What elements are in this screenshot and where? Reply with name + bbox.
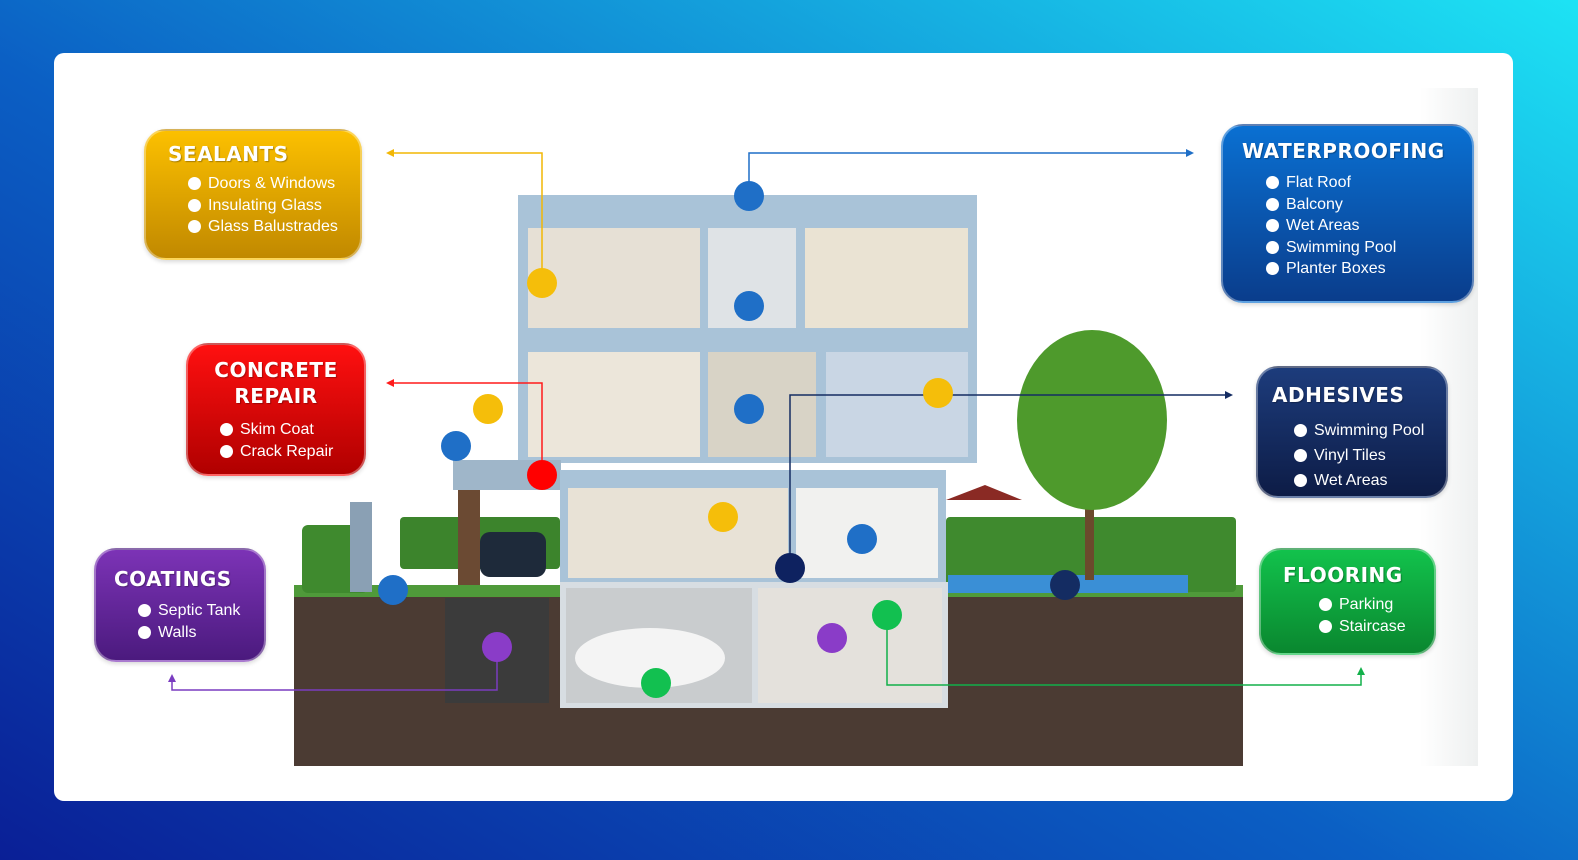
flooring-leader-line: [886, 615, 1362, 686]
waterproofing-marker[interactable]: [734, 291, 764, 321]
waterproofing-marker[interactable]: [378, 575, 408, 605]
coatings-leader-line: [171, 647, 498, 691]
adhesives-marker[interactable]: [1050, 570, 1080, 600]
concrete-repair-title-2: REPAIR: [234, 384, 318, 408]
concrete-leader-line: [392, 382, 543, 475]
waterproofing-marker[interactable]: [734, 394, 764, 424]
flooring-marker[interactable]: [641, 668, 671, 698]
list-item: Swimming Pool: [1294, 418, 1446, 443]
waterproofing-box: WATERPROOFING Flat Roof Balcony Wet Area…: [1221, 124, 1474, 303]
car-white: [575, 628, 725, 688]
concrete-repair-title: CONCRETE: [214, 358, 338, 382]
list-item: Flat Roof: [1266, 172, 1472, 194]
coatings-box: COATINGS Septic Tank Walls: [94, 548, 266, 662]
arrow-icon: [168, 674, 176, 682]
sealants-marker[interactable]: [708, 502, 738, 532]
waterproofing-title: WATERPROOFING: [1242, 139, 1445, 163]
list-item: Skim Coat: [220, 419, 364, 441]
list-item: Vinyl Tiles: [1294, 443, 1446, 468]
sealants-marker[interactable]: [923, 378, 953, 408]
waterproofing-marker[interactable]: [847, 524, 877, 554]
list-item: Insulating Glass: [188, 195, 360, 217]
concrete-repair-marker[interactable]: [527, 460, 557, 490]
flooring-title: FLOORING: [1283, 563, 1403, 587]
sealants-title: SEALANTS: [168, 142, 289, 166]
list-item: Wet Areas: [1266, 215, 1472, 237]
list-item: Walls: [138, 622, 264, 644]
coatings-marker[interactable]: [482, 632, 512, 662]
list-item: Staircase: [1319, 616, 1434, 638]
sealants-marker[interactable]: [473, 394, 503, 424]
sealants-leader-line: [392, 152, 543, 283]
arrow-icon: [1225, 391, 1233, 399]
list-item: Planter Boxes: [1266, 258, 1472, 280]
flooring-marker[interactable]: [872, 600, 902, 630]
arrow-icon: [1357, 667, 1365, 675]
concrete-repair-box: CONCRETE REPAIR Skim Coat Crack Repair: [186, 343, 366, 476]
list-item: Glass Balustrades: [188, 216, 360, 238]
flooring-box: FLOORING Parking Staircase: [1259, 548, 1436, 655]
umbrella: [946, 485, 1022, 500]
carport-column: [458, 490, 480, 585]
list-item: Swimming Pool: [1266, 237, 1472, 259]
arrow-icon: [1186, 149, 1194, 157]
car-parked: [480, 532, 546, 577]
waterproofing-marker[interactable]: [441, 431, 471, 461]
tree-canopy: [1017, 330, 1167, 510]
arrow-icon: [386, 379, 394, 387]
sealants-box: SEALANTS Doors & Windows Insulating Glas…: [144, 129, 362, 260]
adhesives-leader-line: [789, 394, 1226, 568]
waterproofing-leader-line: [748, 152, 1188, 196]
adhesives-marker[interactable]: [775, 553, 805, 583]
list-item: Septic Tank: [138, 600, 264, 622]
adhesives-box: ADHESIVES Swimming Pool Vinyl Tiles Wet …: [1256, 366, 1448, 498]
list-item: Doors & Windows: [188, 173, 360, 195]
coatings-title: COATINGS: [114, 567, 232, 591]
coatings-marker[interactable]: [817, 623, 847, 653]
list-item: Crack Repair: [220, 441, 364, 463]
list-item: Parking: [1319, 594, 1434, 616]
list-item: Wet Areas: [1294, 468, 1446, 493]
list-item: Balcony: [1266, 194, 1472, 216]
adhesives-title: ADHESIVES: [1272, 383, 1405, 407]
pillar: [350, 502, 372, 592]
arrow-icon: [386, 149, 394, 157]
waterproofing-marker[interactable]: [734, 181, 764, 211]
tree-trunk: [1085, 440, 1094, 580]
sealants-marker[interactable]: [527, 268, 557, 298]
